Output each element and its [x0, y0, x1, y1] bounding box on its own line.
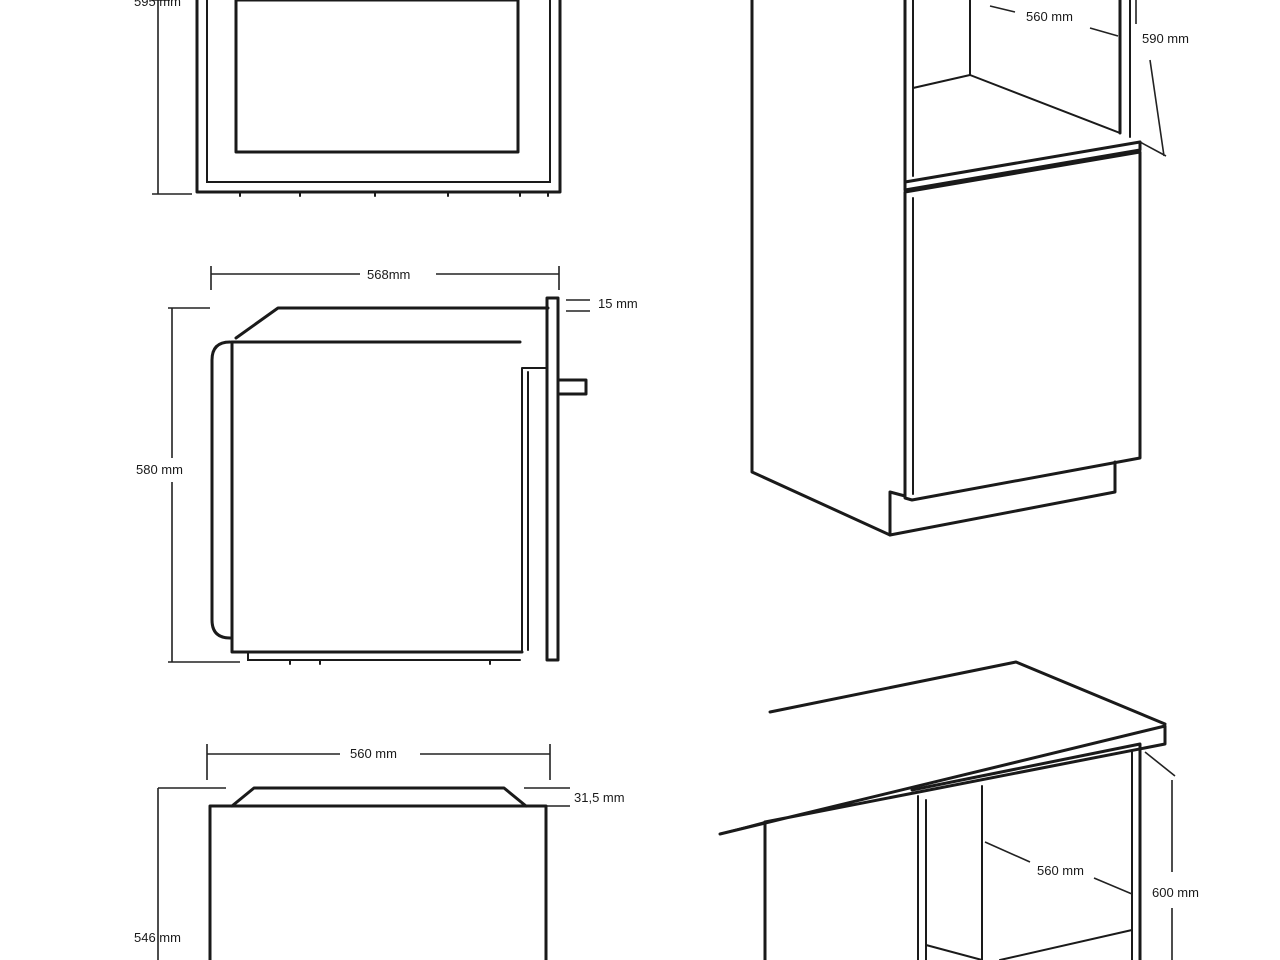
column-height-label: 590 mm: [1142, 31, 1189, 46]
counter-height-label: 600 mm: [1152, 885, 1199, 900]
oven-side-view: [168, 266, 590, 665]
oven-top-view: [157, 744, 570, 960]
column-cabinet: [750, 0, 1167, 537]
side-panel-label: 15 mm: [598, 296, 638, 311]
undercounter-cabinet: [718, 660, 1176, 960]
column-width-label: 560 mm: [1026, 9, 1073, 24]
side-depth-label: 568mm: [367, 267, 410, 282]
top-lip-label: 31,5 mm: [574, 790, 625, 805]
top-depth-label: 546 mm: [134, 930, 181, 945]
oven-front-view: [152, 0, 562, 197]
front-height-label: 595 mm: [134, 0, 181, 9]
side-height-label: 580 mm: [136, 462, 183, 477]
top-width-label: 560 mm: [350, 746, 397, 761]
counter-width-label: 560 mm: [1037, 863, 1084, 878]
